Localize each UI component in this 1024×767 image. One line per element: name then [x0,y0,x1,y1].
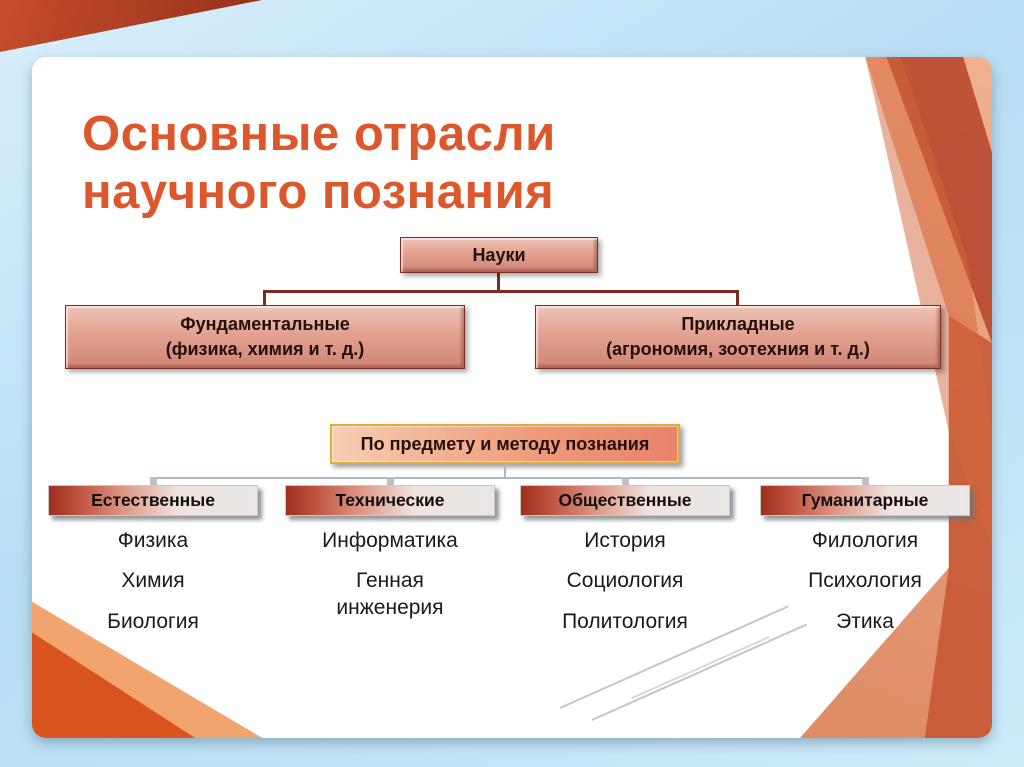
category-item: Генная инженерия [336,569,444,619]
category-humanities: Гуманитарные Филология Психология Этика [760,485,970,635]
category-item: Физика [117,529,189,552]
connector-bottom-rail [152,477,866,479]
box-applied-title: Прикладные [681,313,795,334]
category-header-technical-label: Технические [335,490,445,510]
connector-category-drop [387,477,394,486]
category-item: Химия [121,569,185,593]
box-applied-examples: (агрономия, зоотехния и т. д.) [606,339,870,359]
top-left-red-triangle-decoration [0,0,262,52]
category-header-humanities: Гуманитарные [760,485,970,516]
category-item: История [584,529,666,552]
slide-canvas: Основные отрасли научного познания Науки… [32,57,992,738]
category-social-sciences: Общественные История Социология Политоло… [520,485,730,635]
category-natural-items: Физика Химия Биология [107,528,199,635]
category-item: Этика [836,609,894,633]
gray-diagonal-line-decoration [591,623,808,721]
category-header-social: Общественные [520,485,730,516]
category-item: Социология [566,569,684,593]
connector-left-drop [263,293,266,305]
category-item: Информатика [322,529,458,552]
box-by-subject-and-method-label: По предмету и методу познания [360,433,650,454]
box-applied: Прикладные (агрономия, зоотехния и т. д.… [535,305,941,369]
connector-root-stem [497,273,500,290]
category-natural-sciences: Естественные Физика Химия Биология [48,485,258,635]
category-item: Филология [811,529,919,552]
category-item: Биология [107,609,199,633]
slide-title-line1: Основные отрасли [82,107,556,161]
connector-right-drop [736,293,739,305]
connector-category-drop [862,477,869,486]
connector-category-drop [150,477,157,486]
category-technical-sciences: Технические Информатика Генная инженерия [285,485,495,621]
box-sciences: Науки [400,237,598,273]
category-social-items: История Социология Политология [562,528,688,635]
category-header-technical: Технические [285,485,495,516]
category-humanities-items: Филология Психология Этика [808,528,922,635]
connector-category-drop [622,477,629,486]
connector-method-stem [504,464,506,477]
box-fundamental-examples: (физика, химия и т. д.) [165,339,365,359]
box-fundamental-title: Фундаментальные [180,313,350,334]
connector-top-rail [263,290,739,293]
box-by-subject-and-method: По предмету и методу познания [330,424,680,464]
category-header-humanities-label: Гуманитарные [801,490,929,510]
slide-title: Основные отрасли научного познания [82,105,556,221]
slide-title-line2: научного познания [82,165,555,219]
box-sciences-label: Науки [472,244,526,265]
box-fundamental: Фундаментальные (физика, химия и т. д.) [65,305,465,369]
category-header-natural: Естественные [48,485,258,516]
category-header-natural-label: Естественные [91,490,215,510]
category-item: Политология [562,609,688,633]
category-header-social-label: Общественные [558,490,692,510]
category-technical-items: Информатика Генная инженерия [322,528,458,621]
category-item: Психология [808,569,922,593]
